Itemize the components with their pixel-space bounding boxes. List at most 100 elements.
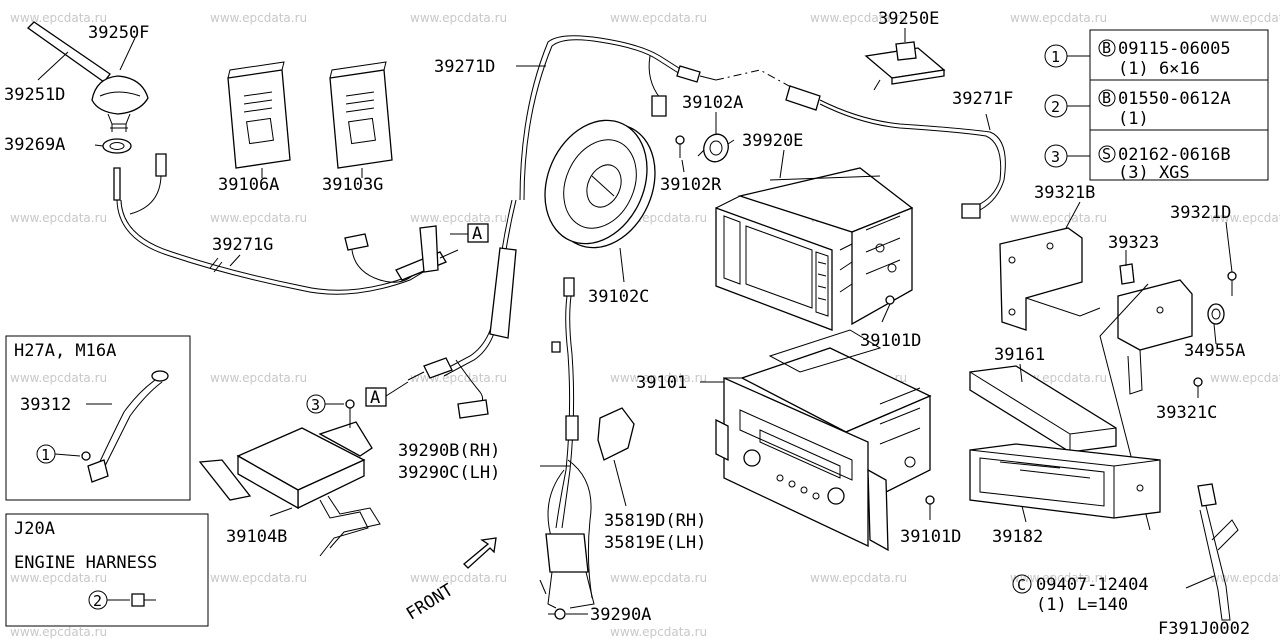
screw-39321C: [1193, 377, 1203, 398]
svg-text:www.epcdata.ru: www.epcdata.ru: [410, 211, 507, 225]
part-label-39182: 39182: [992, 527, 1043, 547]
part-label-39103G: 39103G: [322, 175, 383, 195]
gps-antenna-39250E: [864, 41, 946, 91]
bolt-39290A: [548, 608, 566, 620]
part-label-39271F: 39271F: [952, 89, 1013, 109]
part-label-39250F: 39250F: [88, 23, 149, 43]
panel-39161: [969, 365, 1117, 453]
part-label-39104B: 39104B: [226, 527, 287, 547]
part-label-39321D: 39321D: [1170, 203, 1231, 223]
pocket-39182: [969, 443, 1161, 519]
part-label-39101: 39101: [636, 373, 687, 393]
svg-text:1: 1: [1051, 48, 1060, 66]
part-label-39321B: 39321B: [1034, 183, 1095, 203]
svg-text:B: B: [1102, 89, 1111, 107]
svg-text:09115-06005: 09115-06005: [1118, 39, 1231, 59]
part-label-39106A: 39106A: [218, 175, 279, 195]
svg-text:3: 3: [1051, 148, 1060, 166]
callout-row-1: 1 B 09115-06005 (1) 6×16: [1044, 39, 1231, 79]
inset2-callout-number: 2: [93, 592, 102, 610]
control-unit-39104B: [198, 399, 381, 557]
part-label-39101D-upper: 39101D: [860, 331, 921, 351]
front-label: FRONT: [403, 580, 457, 624]
svg-text:01550-0612A: 01550-0612A: [1118, 89, 1231, 109]
watermarks: www.epcdata.ru www.epcdata.ru www.epcdat…: [10, 11, 1280, 639]
ref-marker-a-lower: [365, 387, 387, 407]
ref-marker-a-upper: [467, 223, 489, 243]
part-label-39290C: 39290C(LH): [398, 463, 500, 483]
svg-text:2: 2: [1051, 98, 1060, 116]
speaker-39102C: [544, 119, 656, 249]
antenna-cable-39271D: [407, 35, 717, 419]
cable-tie-09407: [1197, 483, 1239, 621]
svg-text:www.epcdata.ru: www.epcdata.ru: [610, 625, 707, 639]
navigation-unit-39920E: [715, 167, 914, 331]
svg-text:02162-0616B: 02162-0616B: [1118, 145, 1231, 165]
part-label-39251D: 39251D: [4, 85, 65, 105]
svg-text:www.epcdata.ru: www.epcdata.ru: [210, 211, 307, 225]
svg-text:www.epcdata.ru: www.epcdata.ru: [810, 571, 907, 585]
svg-text:www.epcdata.ru: www.epcdata.ru: [610, 11, 707, 25]
inset2-title: J20A: [14, 519, 55, 539]
antenna-feeder-cable: [113, 153, 459, 295]
part-label-39321C: 39321C: [1156, 403, 1217, 423]
svg-text:www.epcdata.ru: www.epcdata.ru: [1210, 371, 1280, 385]
svg-text:www.epcdata.ru: www.epcdata.ru: [10, 211, 107, 225]
part-label-39102R: 39102R: [660, 175, 722, 195]
ref-marker-a-upper-text: A: [472, 224, 482, 244]
svg-text:www.epcdata.ru: www.epcdata.ru: [10, 625, 107, 639]
callout-3-number-main: 3: [311, 396, 320, 414]
inset1-part-label: 39312: [20, 395, 71, 415]
figure-code: F391J0002: [1158, 619, 1250, 639]
svg-text:(1) L=140: (1) L=140: [1036, 595, 1128, 615]
part-label-39271D: 39271D: [434, 57, 495, 77]
part-label-39161: 39161: [994, 345, 1045, 365]
svg-text:09407-12404: 09407-12404: [1036, 575, 1149, 595]
part-label-39250E: 39250E: [878, 9, 939, 29]
audio-unit-39101: [715, 329, 932, 552]
svg-text:www.epcdata.ru: www.epcdata.ru: [1210, 11, 1280, 25]
inset-engine-j20a: [5, 513, 209, 627]
inset-engine-h27a: [5, 335, 191, 501]
svg-text:(1): (1): [1118, 109, 1149, 129]
svg-text:www.epcdata.ru: www.epcdata.ru: [10, 571, 107, 585]
connector-cover-35819: [597, 407, 635, 461]
part-label-39323: 39323: [1108, 233, 1159, 253]
svg-text:www.epcdata.ru: www.epcdata.ru: [410, 11, 507, 25]
svg-text:www.epcdata.ru: www.epcdata.ru: [410, 371, 507, 385]
part-label-39102A: 39102A: [682, 93, 743, 113]
svg-text:www.epcdata.ru: www.epcdata.ru: [1010, 211, 1107, 225]
part-label-39102C: 39102C: [588, 287, 649, 307]
callout-row-3: 3 S 02162-0616B (3) XGS: [1044, 144, 1231, 183]
audio-screw: [925, 495, 935, 520]
part-label-39290B: 39290B(RH): [398, 441, 500, 461]
svg-text:B: B: [1102, 39, 1111, 57]
svg-text:www.epcdata.ru: www.epcdata.ru: [10, 371, 107, 385]
antenna-nut: [102, 138, 132, 154]
owner-manual-39103G: [329, 61, 393, 169]
svg-text:www.epcdata.ru: www.epcdata.ru: [610, 571, 707, 585]
switch-34955A: [1207, 303, 1225, 325]
inset2-bolt: [131, 593, 156, 607]
svg-text:www.epcdata.ru: www.epcdata.ru: [810, 11, 907, 25]
svg-text:www.epcdata.ru: www.epcdata.ru: [210, 371, 307, 385]
tweeter-39102A: [697, 133, 735, 163]
svg-text:www.epcdata.ru: www.epcdata.ru: [1210, 571, 1280, 585]
screw-39321D: [1227, 271, 1237, 296]
owner-manual-39106A: [227, 61, 291, 169]
svg-text:www.epcdata.ru: www.epcdata.ru: [410, 571, 507, 585]
part-label-35819D: 35819D(RH): [604, 511, 706, 531]
svg-text:www.epcdata.ru: www.epcdata.ru: [1210, 211, 1280, 225]
part-label-39920E: 39920E: [742, 131, 803, 151]
svg-text:www.epcdata.ru: www.epcdata.ru: [210, 11, 307, 25]
svg-text:www.epcdata.ru: www.epcdata.ru: [1010, 571, 1107, 585]
svg-text:S: S: [1102, 145, 1111, 163]
svg-text:(1) 6×16: (1) 6×16: [1118, 59, 1200, 79]
tweeter-screw-39102R: [675, 135, 685, 158]
svg-text:C: C: [1017, 576, 1026, 594]
bracket-39321B: [999, 227, 1101, 331]
part-label-39101D-lower: 39101D: [900, 527, 961, 547]
svg-text:(3) XGS: (3) XGS: [1118, 163, 1190, 183]
part-label-39271G: 39271G: [212, 235, 273, 255]
